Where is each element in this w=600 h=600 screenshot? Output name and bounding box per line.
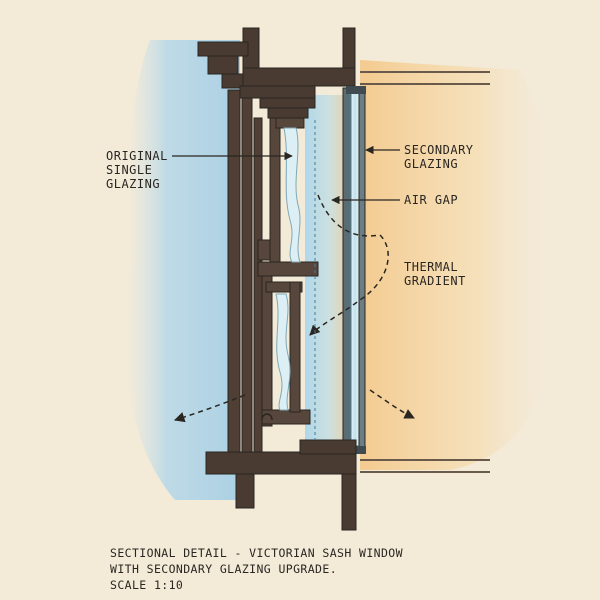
caption-line-1: SECTIONAL DETAIL - VICTORIAN SASH WINDOW: [110, 546, 403, 560]
leader-lines: [172, 145, 400, 205]
arrow-down-left-icon: [173, 394, 246, 423]
upper-sash: [257, 117, 319, 277]
interior-reveal-lines: [360, 71, 490, 473]
original-glazing-line-3: GLAZING: [106, 177, 161, 191]
caption-line-2: WITH SECONDARY GLAZING UPGRADE.: [110, 562, 338, 576]
original-glazing-label: ORIGINAL SINGLE GLAZING: [106, 149, 168, 191]
original-glazing-lower: [275, 293, 291, 411]
caption-line-3: SCALE 1:10: [110, 578, 184, 592]
secondary-glazing-line-2: GLAZING: [404, 157, 459, 171]
secondary-glazing-label: SECONDARY GLAZING: [404, 143, 474, 171]
sash-lock: [261, 413, 273, 421]
thermal-gradient-line-2: GRADIENT: [404, 274, 466, 288]
air-gap-label: AIR GAP: [404, 193, 458, 207]
thermal-gradient-line-1: THERMAL: [404, 260, 459, 274]
air-gap-text: AIR GAP: [404, 193, 459, 207]
secondary-glazing-line-1: SECONDARY: [404, 143, 474, 157]
thermal-gradient-label: THERMAL GRADIENT: [404, 260, 466, 288]
original-glazing-line-2: SINGLE: [106, 163, 153, 177]
lower-sash: [261, 275, 311, 427]
original-glazing-line-1: ORIGINAL: [106, 149, 168, 163]
thermal-gradient-arrow: [309, 194, 389, 336]
secondary-glazing-unit: [342, 86, 366, 454]
cold-exterior-wash: [127, 40, 240, 500]
outer-frame: [227, 89, 263, 459]
arrow-down-right-icon: [369, 389, 415, 419]
drawing-caption: SECTIONAL DETAIL - VICTORIAN SASH WINDOW…: [110, 545, 403, 593]
original-glazing-upper: [283, 127, 301, 263]
heat-flow-arrows: [173, 194, 415, 423]
sill-assembly: [205, 439, 357, 531]
head-assembly: [197, 27, 356, 119]
warm-interior-wash: [360, 60, 558, 470]
